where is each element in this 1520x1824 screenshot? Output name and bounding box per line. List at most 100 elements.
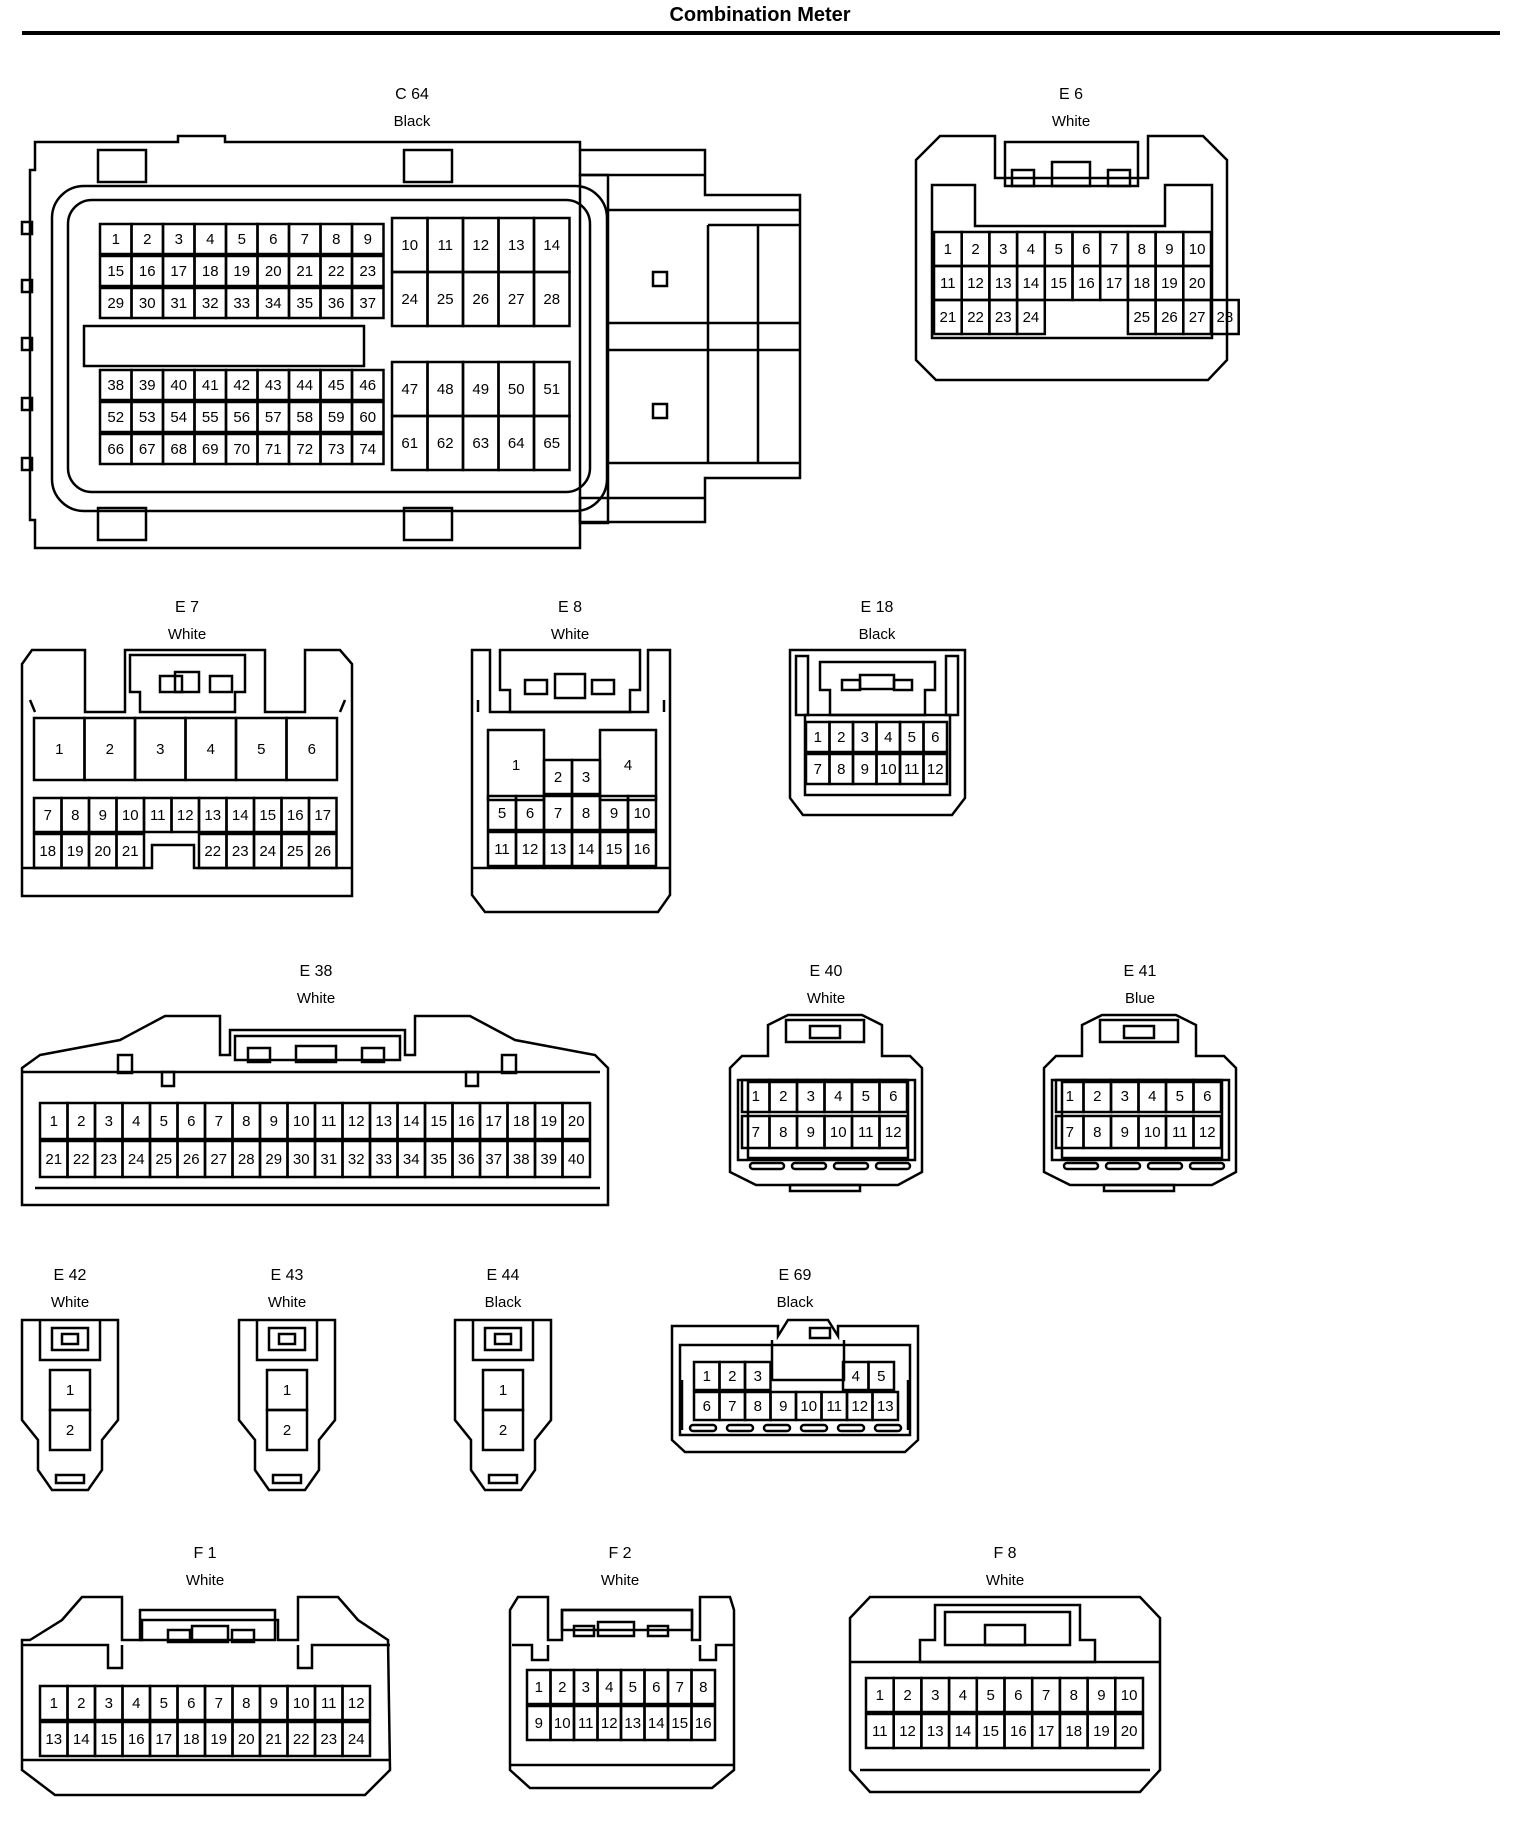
connector-housing	[20, 1318, 120, 1492]
pin-number: 1	[499, 1382, 507, 1399]
pin-number: 10	[1189, 241, 1206, 258]
pin-number: 15	[107, 263, 124, 280]
pin-number: 67	[139, 441, 156, 458]
pin-number: 70	[233, 441, 250, 458]
pin-number: 13	[624, 1715, 641, 1732]
pin-number: 3	[105, 1695, 113, 1712]
pin-number: 18	[513, 1113, 530, 1130]
latch-slot	[1062, 1161, 1100, 1171]
pin-number: 10	[880, 761, 897, 778]
pin-number: 12	[601, 1715, 618, 1732]
pin-cavity	[48, 1408, 92, 1452]
pin-number: 4	[1027, 241, 1035, 258]
latch-slot	[873, 1423, 903, 1433]
pin-number: 13	[550, 841, 567, 858]
pin-number: 37	[485, 1151, 502, 1168]
pin-number: 10	[800, 1398, 817, 1415]
connector-e69-color: Black	[777, 1294, 814, 1311]
pin-number: 7	[676, 1679, 684, 1696]
pin-number: 2	[779, 1088, 787, 1105]
pin-number: 6	[889, 1088, 897, 1105]
pin-number: 16	[287, 807, 304, 824]
pin-number: 47	[401, 381, 418, 398]
pin-number: 14	[578, 841, 595, 858]
pin-number: 6	[931, 729, 939, 746]
pin-number: 18	[202, 263, 219, 280]
pin-number: 2	[77, 1695, 85, 1712]
pin-number: 25	[287, 843, 304, 860]
pin-cavity	[1192, 1078, 1223, 1114]
connector-c64-id: C 64	[395, 86, 429, 103]
pin-number: 11	[872, 1723, 888, 1740]
pin-number: 8	[1070, 1687, 1078, 1704]
pin-number: 11	[858, 1124, 874, 1141]
pin-number: 22	[204, 843, 221, 860]
pin-number: 3	[931, 1687, 939, 1704]
pin-number: 2	[1093, 1088, 1101, 1105]
pin-number: 4	[206, 231, 214, 248]
pin-number: 16	[1078, 275, 1095, 292]
pin-number: 5	[498, 805, 506, 822]
pin-number: 1	[512, 757, 520, 774]
latch-slot	[762, 1423, 792, 1433]
pin-number: 19	[233, 263, 250, 280]
pin-number: 11	[940, 275, 956, 292]
pin-number: 21	[45, 1151, 62, 1168]
pin-number: 1	[944, 241, 952, 258]
pin-number: 17	[1038, 1723, 1055, 1740]
connector-e18-id: E 18	[861, 599, 894, 616]
pin-cavity	[350, 254, 385, 288]
pin-number: 44	[296, 377, 313, 394]
pin-number: 7	[728, 1398, 736, 1415]
pin-number: 65	[543, 435, 560, 452]
pin-number: 37	[359, 295, 376, 312]
pin-number: 11	[321, 1695, 337, 1712]
pin-number: 4	[884, 729, 892, 746]
pin-number: 3	[582, 769, 590, 786]
pin-number: 8	[699, 1679, 707, 1696]
pin-number: 24	[1023, 309, 1040, 326]
latch-slot	[874, 1161, 912, 1171]
pin-number: 24	[348, 1731, 365, 1748]
pin-number: 27	[210, 1151, 227, 1168]
pin-number: 3	[582, 1679, 590, 1696]
pin-number: 31	[170, 295, 187, 312]
pin-number: 52	[107, 409, 124, 426]
pin-number: 36	[328, 295, 345, 312]
latch-slot	[748, 1161, 786, 1171]
pin-number: 48	[437, 381, 454, 398]
pin-number: 23	[232, 843, 249, 860]
pin-number: 15	[100, 1731, 117, 1748]
pin-number: 13	[204, 807, 221, 824]
pin-cavity	[1192, 1114, 1223, 1150]
pin-number: 3	[156, 741, 164, 758]
pin-number: 1	[1066, 1088, 1074, 1105]
pin-number: 9	[1165, 241, 1173, 258]
pin-number: 38	[513, 1151, 530, 1168]
pin-number: 58	[296, 409, 313, 426]
pin-number: 5	[160, 1695, 168, 1712]
pin-number: 4	[624, 757, 632, 774]
pin-number: 17	[170, 263, 187, 280]
pin-number: 12	[967, 275, 984, 292]
pin-number: 9	[270, 1695, 278, 1712]
pin-number: 40	[170, 377, 187, 394]
connector-e41-id: E 41	[1124, 963, 1157, 980]
pin-number: 20	[1121, 1723, 1138, 1740]
pin-number: 15	[606, 841, 623, 858]
pin-cavity	[285, 716, 339, 782]
pin-number: 16	[1010, 1723, 1027, 1740]
pin-cavity	[1015, 298, 1047, 336]
pin-number: 50	[508, 381, 525, 398]
pin-number: 9	[779, 1398, 787, 1415]
connector-f2-id: F 2	[608, 1545, 631, 1562]
pin-cavity	[878, 1114, 909, 1150]
title-rule	[22, 31, 1500, 35]
pin-number: 19	[1093, 1723, 1110, 1740]
pin-number: 6	[652, 1679, 660, 1696]
pin-number: 20	[1189, 275, 1206, 292]
pin-number: 23	[995, 309, 1012, 326]
